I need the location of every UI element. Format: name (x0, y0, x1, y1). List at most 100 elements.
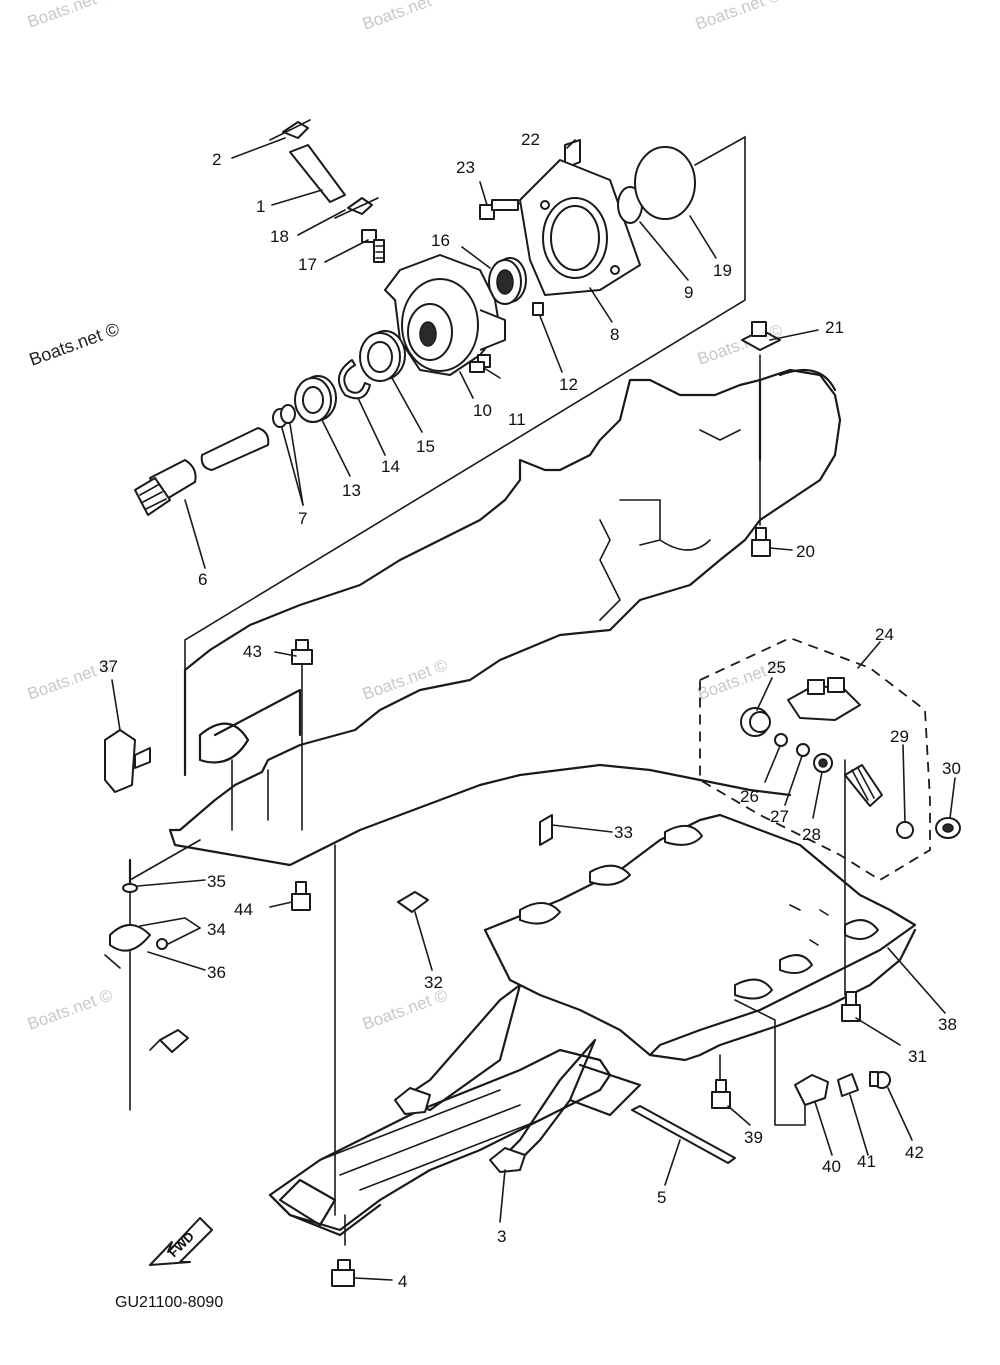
watermark-main: Boats.net © (27, 319, 122, 370)
callout-8: 8 (610, 325, 619, 344)
washer-part (796, 743, 810, 757)
callout-23: 23 (456, 158, 475, 177)
nut-part (813, 753, 833, 773)
bolt-part (291, 881, 311, 911)
callout-16: 16 (431, 231, 450, 250)
bolt-part (291, 639, 313, 665)
callout-22: 22 (521, 130, 540, 149)
bearing-part (488, 257, 527, 305)
screw-part (869, 1071, 891, 1089)
clamp-bracket-part (104, 729, 151, 793)
group-boundary-line (184, 135, 746, 776)
callout-27: 27 (770, 807, 789, 826)
callout-38: 38 (938, 1015, 957, 1034)
hull-body (168, 368, 842, 867)
forward-arrow-icon: FWD (149, 1217, 213, 1266)
sensor-part (844, 764, 883, 807)
bolt-part (331, 1259, 355, 1287)
seal-part (294, 375, 337, 423)
shaft-part (134, 459, 197, 516)
callout-21: 21 (825, 318, 844, 337)
switch-subassembly (787, 677, 861, 721)
o-ring-part (634, 146, 696, 220)
callout-14: 14 (381, 457, 400, 476)
pin-part (289, 144, 346, 203)
watermark: Boats.net © (25, 0, 116, 32)
callout-3: 3 (497, 1227, 506, 1246)
callout-35: 35 (207, 872, 226, 891)
callout-13: 13 (342, 481, 361, 500)
callout-36: 36 (207, 963, 226, 982)
callout-10: 10 (473, 401, 492, 420)
circlip-part (337, 359, 371, 400)
callout-15: 15 (416, 437, 435, 456)
callout-31: 31 (908, 1047, 927, 1066)
dowel-part (532, 302, 544, 316)
bearing-part (359, 330, 406, 382)
spacer-part (397, 891, 429, 913)
callout-5: 5 (657, 1188, 666, 1207)
callout-37: 37 (99, 657, 118, 676)
clip-part (539, 814, 553, 846)
grommet-part (740, 707, 771, 737)
callout-11: 11 (508, 410, 526, 429)
callout-20: 20 (796, 542, 815, 561)
callout-40: 40 (822, 1157, 841, 1176)
bolt-part (469, 354, 491, 373)
rivet-part (122, 858, 138, 893)
callout-33: 33 (614, 823, 633, 842)
watermark: Boats.net (360, 0, 434, 34)
sleeve-part (200, 427, 270, 471)
nut-part (935, 817, 961, 839)
callout-6: 6 (198, 570, 207, 589)
callout-29: 29 (890, 727, 909, 746)
callout-26: 26 (740, 787, 759, 806)
callout-7: 7 (298, 509, 307, 528)
callout-30: 30 (942, 759, 961, 778)
drawing-code: GU21100-8090 (115, 1294, 223, 1311)
intake-housing (483, 813, 917, 1062)
callout-44: 44 (234, 900, 253, 919)
block-part (794, 1074, 829, 1106)
callout-4: 4 (398, 1272, 407, 1291)
callout-1: 1 (256, 197, 265, 216)
watermark: Boats.net © (693, 0, 784, 34)
callout-39: 39 (744, 1128, 763, 1147)
callout-32: 32 (424, 973, 443, 992)
callout-42: 42 (905, 1143, 924, 1162)
watermark: Boats.net © (360, 985, 451, 1033)
callout-43: 43 (243, 642, 262, 661)
ride-plate (268, 983, 642, 1237)
leader-line (734, 999, 806, 1126)
cable-line (129, 839, 201, 1111)
callout-19: 19 (713, 261, 732, 280)
subassembly-outline (699, 637, 931, 882)
washer-part (896, 821, 914, 839)
bolt-part (361, 229, 385, 263)
callout-17: 17 (298, 255, 317, 274)
callout-41: 41 (857, 1152, 876, 1171)
callout-24: 24 (875, 625, 894, 644)
bolt-part (841, 991, 861, 1022)
bearing-housing-part (384, 254, 506, 376)
callout-28: 28 (802, 825, 821, 844)
callout-leaders (111, 137, 956, 1281)
housing-plate-part (519, 159, 641, 296)
callout-2: 2 (212, 150, 221, 169)
washer-part (774, 733, 788, 747)
plate-part (837, 1073, 859, 1097)
callout-12: 12 (559, 375, 578, 394)
connector-part (149, 1029, 189, 1053)
o-ring-part (280, 404, 296, 424)
bolt-part (751, 527, 771, 557)
strip-part (631, 1105, 736, 1164)
bolt-part (711, 1079, 731, 1109)
callout-18: 18 (270, 227, 289, 246)
clip-part (269, 119, 311, 141)
clip-part (334, 197, 379, 219)
bracket-part (741, 321, 781, 351)
callout-25: 25 (767, 658, 786, 677)
callout-labels: 1 2 3 4 5 6 7 8 9 10 11 12 13 14 15 16 1… (99, 130, 961, 1291)
